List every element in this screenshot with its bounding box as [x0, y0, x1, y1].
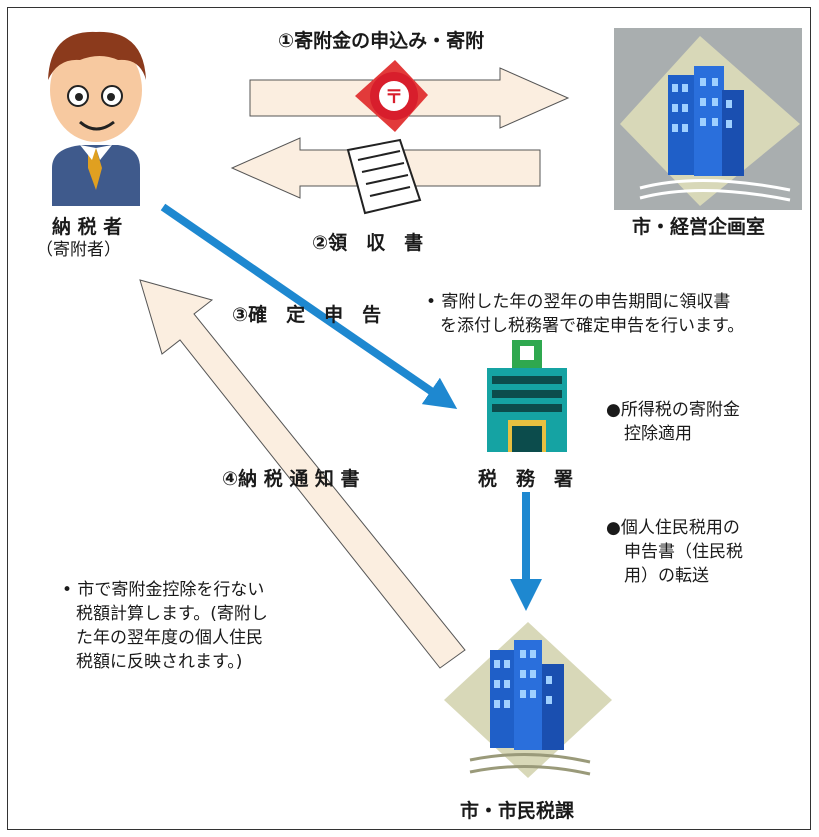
note-city-calc-1: • 市で寄附金控除を行ない — [62, 580, 265, 600]
svg-text:〒: 〒 — [385, 87, 403, 108]
receipt-icon — [346, 138, 422, 215]
note-transfer-1: ●個人住民税用の — [606, 518, 740, 538]
step2-label: ②領 収 書 — [312, 232, 424, 254]
note-city-calc-2: 税額計算します。(寄附し — [76, 604, 268, 624]
filing-arrow — [160, 203, 458, 410]
note-transfer-3: 用）の転送 — [624, 566, 709, 586]
city-planning-building-icon — [614, 28, 802, 210]
tax-notice-arrow — [139, 279, 466, 669]
donor-name: 納 税 者 — [52, 216, 123, 238]
step1-label: ①寄附金の申込み・寄附 — [278, 30, 485, 52]
city-planning-label: 市・経営企画室 — [632, 216, 766, 238]
money-order-icon: 〒 — [355, 60, 428, 132]
note-filing-1: • 寄附した年の翌年の申告期間に領収書 — [426, 292, 731, 312]
tax-office-building-icon — [487, 340, 567, 452]
donor-sub: （寄附者） — [36, 240, 121, 260]
note-filing-2: を添付し税務署で確定申告を行います。 — [440, 316, 745, 336]
city-tax-building-icon — [444, 622, 612, 778]
step3-label: ③確 定 申 告 — [232, 304, 382, 326]
step4-label: ④納 税 通 知 書 — [222, 468, 360, 490]
note-transfer-2: 申告書（住民税 — [624, 542, 743, 562]
tax-office-label: 税 務 署 — [478, 468, 574, 490]
diagram-frame — [7, 7, 811, 830]
note-city-calc-3: た年の翌年度の個人住民 — [76, 628, 263, 648]
taxpayer-person-icon — [48, 31, 146, 206]
note-income-tax-2: 控除適用 — [624, 424, 692, 444]
note-income-tax-1: ●所得税の寄附金 — [606, 400, 740, 420]
city-tax-label: 市・市民税課 — [460, 800, 575, 822]
note-city-calc-4: 税額に反映されます。) — [76, 652, 243, 672]
